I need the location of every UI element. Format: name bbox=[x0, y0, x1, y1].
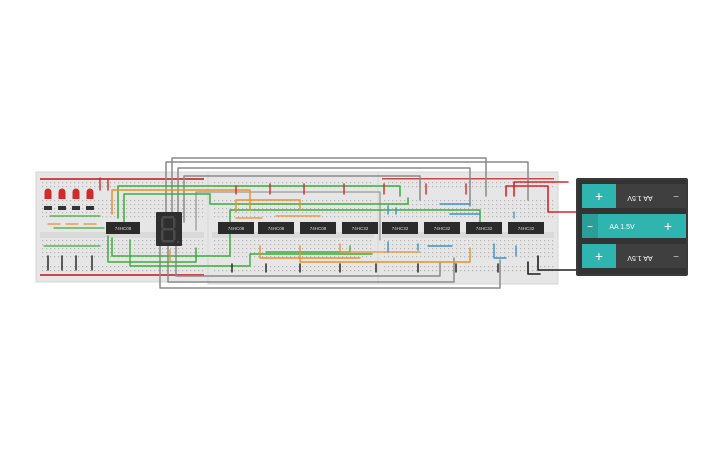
wire-black[interactable] bbox=[527, 261, 541, 275]
wire-green[interactable] bbox=[123, 193, 211, 223]
led-group bbox=[44, 188, 94, 211]
chip[interactable]: 74HC08 bbox=[106, 222, 140, 234]
battery-cell[interactable]: + − AA 1.5V bbox=[582, 244, 686, 268]
battery-plus-label: + bbox=[595, 248, 603, 264]
seven-segment-display-icon[interactable] bbox=[156, 212, 182, 246]
wire-orange[interactable] bbox=[235, 215, 321, 219]
wire-red[interactable] bbox=[99, 177, 109, 191]
battery-minus-label: − bbox=[673, 192, 679, 203]
wire-orange[interactable] bbox=[235, 199, 301, 213]
battery-cell-label: AA 1.5V bbox=[627, 194, 653, 201]
chip[interactable]: 74HC32 bbox=[508, 222, 544, 234]
wire-green[interactable] bbox=[209, 193, 409, 205]
led-icon[interactable] bbox=[86, 188, 94, 211]
chip-label: 74HC08 bbox=[228, 226, 245, 231]
wire-red[interactable] bbox=[513, 181, 569, 197]
wire-orange[interactable] bbox=[299, 245, 471, 263]
wire-red[interactable] bbox=[505, 185, 581, 213]
wire-blue[interactable] bbox=[439, 203, 481, 215]
wire-green[interactable] bbox=[107, 235, 197, 263]
chip-label: 74HC08 bbox=[115, 226, 132, 231]
chip-label: 74HC32 bbox=[392, 226, 409, 231]
led-icon[interactable] bbox=[72, 188, 80, 211]
chip-label: 74HC08 bbox=[310, 226, 327, 231]
wire-gray[interactable] bbox=[167, 243, 455, 283]
chip[interactable]: 74HC32 bbox=[424, 222, 460, 234]
chip-label: 74HC32 bbox=[518, 226, 535, 231]
wire-gray[interactable] bbox=[165, 161, 529, 229]
led-icon[interactable] bbox=[58, 188, 66, 211]
battery-pack-icon[interactable]: + − AA 1.5V − AA 1.5V + + − AA 1.5V bbox=[576, 178, 688, 276]
wire-blue[interactable] bbox=[493, 243, 517, 259]
led-icon[interactable] bbox=[44, 188, 52, 211]
chip-label: 74HC32 bbox=[352, 226, 369, 231]
chip[interactable]: 74HC08 bbox=[300, 222, 336, 234]
battery-minus-label: − bbox=[673, 252, 679, 263]
wire-black[interactable] bbox=[537, 255, 577, 271]
chip[interactable]: 74HC32 bbox=[382, 222, 418, 234]
battery-plus-label: + bbox=[664, 218, 672, 234]
wire-gray[interactable] bbox=[195, 191, 381, 241]
chip-label: 74HC32 bbox=[434, 226, 451, 231]
wire-orange[interactable] bbox=[339, 243, 421, 253]
wire-blue[interactable] bbox=[387, 205, 397, 215]
wire-gray[interactable] bbox=[175, 245, 441, 277]
battery-cell[interactable]: − AA 1.5V + bbox=[582, 214, 686, 238]
wire-green[interactable] bbox=[129, 239, 373, 267]
wire-gray[interactable] bbox=[159, 239, 501, 289]
battery-plus-label: + bbox=[595, 188, 603, 204]
chip-label: 74HC32 bbox=[476, 226, 493, 231]
battery-cell-label: AA 1.5V bbox=[627, 254, 653, 261]
battery-minus-label: − bbox=[587, 222, 593, 233]
wire-gray[interactable] bbox=[183, 175, 421, 223]
wire-gray[interactable] bbox=[171, 157, 487, 227]
battery-cell-label: AA 1.5V bbox=[609, 224, 635, 231]
chip[interactable]: 74HC08 bbox=[218, 222, 254, 234]
chip-label: 74HC08 bbox=[268, 226, 285, 231]
battery-cell[interactable]: + − AA 1.5V bbox=[582, 184, 686, 208]
wire-green[interactable] bbox=[117, 185, 401, 219]
chip[interactable]: 74HC08 bbox=[258, 222, 294, 234]
wire-green[interactable] bbox=[49, 215, 105, 229]
wire-blue[interactable] bbox=[387, 241, 453, 253]
chip-row: 74HC08 74HC08 74HC08 74HC08 74HC32 74HC3… bbox=[106, 222, 544, 234]
wire-orange[interactable] bbox=[259, 245, 361, 259]
chip[interactable]: 74HC32 bbox=[342, 222, 378, 234]
wire-gray[interactable] bbox=[177, 167, 471, 225]
wire-black-ground[interactable] bbox=[231, 263, 499, 273]
wire-red-power[interactable] bbox=[235, 183, 467, 195]
wire-black[interactable] bbox=[47, 255, 93, 271]
chip[interactable]: 74HC32 bbox=[466, 222, 502, 234]
